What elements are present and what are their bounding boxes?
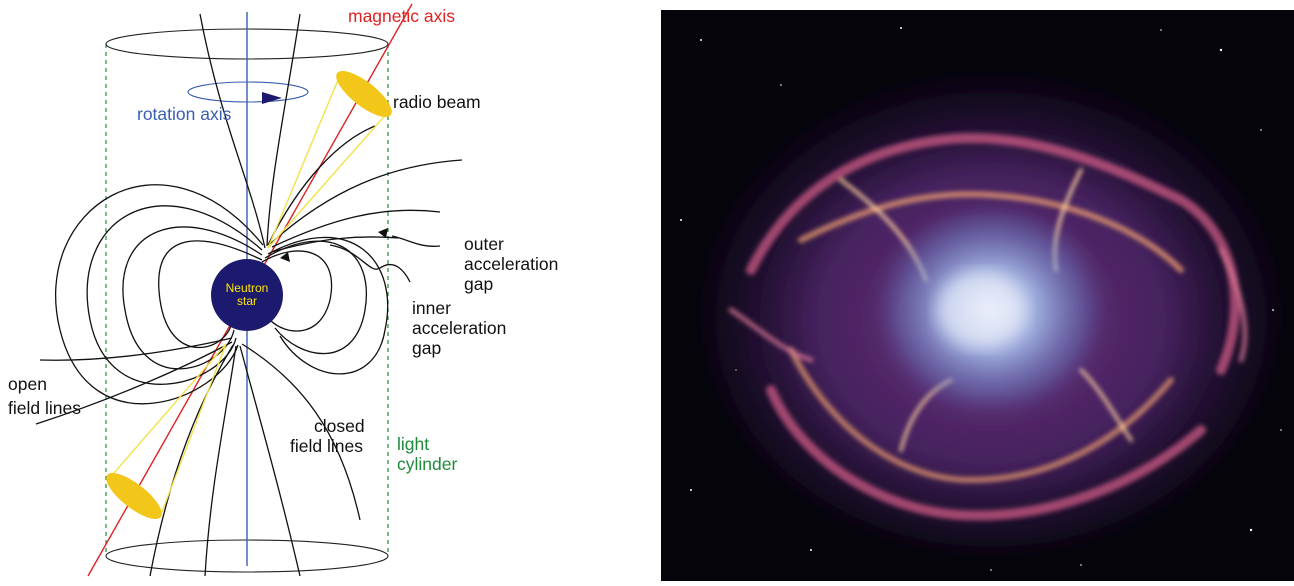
pulsar-diagram: magnetic axis radio beam rotation axis N… xyxy=(0,0,640,581)
crab-nebula-svg xyxy=(661,10,1294,581)
neutron-star xyxy=(211,259,283,331)
magnetic-axis-label: magnetic axis xyxy=(348,6,455,26)
rotation-axis-label: rotation axis xyxy=(137,104,232,124)
inner-gap-arrow-icon xyxy=(280,252,290,262)
pulsar-diagram-svg xyxy=(35,3,463,577)
radio-beam-disk-bottom xyxy=(106,473,162,519)
inner-gap-label-line2: acceleration xyxy=(412,318,507,338)
nebula-core-bright xyxy=(936,272,1026,348)
outer-gap-label-line2: acceleration xyxy=(464,254,559,274)
neutron-star-label-line1: Neutron xyxy=(225,281,269,295)
closed-field-lines-label: closed field lines xyxy=(290,416,365,456)
neutron-star-label-line2: star xyxy=(236,294,257,308)
open-field-lines-label-line2: field lines xyxy=(8,398,81,418)
closed-field-lines-label-line1: closed xyxy=(314,416,365,436)
outer-gap-arrow-icon xyxy=(378,228,388,238)
rotation-arrow-icon xyxy=(262,92,282,104)
inner-gap-label: inner acceleration gap xyxy=(412,298,506,358)
nebula-filaments xyxy=(728,133,1248,521)
rotation-ellipse xyxy=(187,81,309,103)
neutron-star-label: Neutron star xyxy=(212,282,282,308)
light-cylinder-label-line2: cylinder xyxy=(397,454,458,474)
radio-beam-label: radio beam xyxy=(393,92,481,112)
radio-beam-cones xyxy=(107,79,391,513)
open-field-lines-label: open field lines xyxy=(8,372,81,420)
light-cylinder-label: light cylinder xyxy=(397,434,457,474)
open-field-lines-label-line1: open xyxy=(8,374,47,394)
closed-field-lines-label-line2: field lines xyxy=(290,436,363,456)
radio-beam-disk-top xyxy=(336,71,392,117)
outer-gap-label-line1: outer xyxy=(464,234,504,254)
inner-gap-label-line3: gap xyxy=(412,338,442,358)
background-stars xyxy=(680,27,1282,571)
outer-gap-label: outer acceleration gap xyxy=(464,234,558,294)
light-cylinder-label-line1: light xyxy=(397,434,430,454)
inner-gap-label-line1: inner xyxy=(412,298,451,318)
outer-gap-label-line3: gap xyxy=(464,274,494,294)
crab-nebula-image xyxy=(661,10,1294,581)
